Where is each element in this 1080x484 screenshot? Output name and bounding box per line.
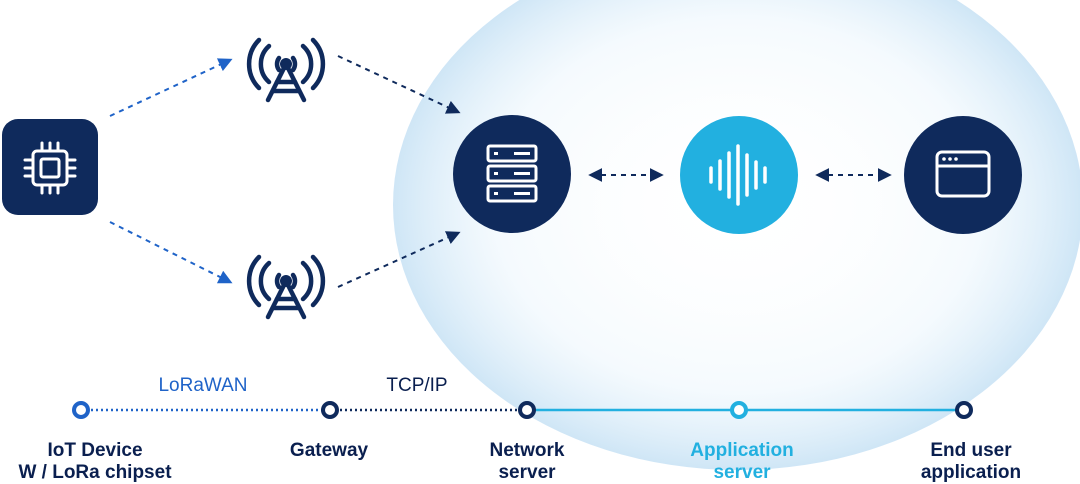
timeline-dot-network-server [518, 401, 536, 419]
protocol-label-lorawan: LoRaWAN [158, 375, 248, 396]
label-iot-device-line2: W / LoRa chipset [18, 462, 172, 483]
gateway-antenna-bottom [246, 254, 326, 320]
arrow-device-to-gateway-top [109, 58, 233, 117]
cloud-glow-backdrop [393, 0, 1080, 470]
label-application-server: Application server [642, 440, 842, 484]
sound-wave-icon [709, 144, 767, 206]
antenna-tower-icon [246, 37, 326, 103]
label-network-server-line2: server [498, 462, 556, 483]
iot-device-tile [2, 119, 98, 215]
timeline-dot-gateway [321, 401, 339, 419]
label-gateway: Gateway [229, 440, 429, 462]
arrow-gateway-top-to-network [337, 55, 461, 114]
label-iot-device-line1: IoT Device [47, 440, 143, 461]
label-network-server-line1: Network [489, 440, 565, 461]
network-server-node [453, 115, 571, 233]
label-application-server-line1: Application [690, 440, 794, 461]
browser-window-icon [935, 150, 991, 198]
timeline-dot-application-server [730, 401, 748, 419]
protocol-label-tcpip: TCP/IP [386, 375, 448, 396]
label-end-user-line1: End user [930, 440, 1012, 461]
label-iot-device: IoT Device W / LoRa chipset [0, 440, 195, 484]
label-application-server-line2: server [713, 462, 771, 483]
server-rack-icon [486, 144, 538, 203]
antenna-tower-icon [246, 254, 326, 320]
label-gateway-line1: Gateway [289, 440, 369, 461]
arrow-device-to-gateway-bottom [109, 221, 233, 284]
label-end-user-line2: application [920, 462, 1022, 483]
timeline-dot-end-user [955, 401, 973, 419]
label-end-user-application: End user application [871, 440, 1071, 484]
microchip-icon [23, 141, 77, 195]
end-user-application-node [904, 116, 1022, 234]
application-server-node [680, 116, 798, 234]
timeline-dot-iot-device [72, 401, 90, 419]
label-network-server: Network server [427, 440, 627, 484]
gateway-antenna-top [246, 37, 326, 103]
arrow-gateway-bottom-to-network [337, 231, 461, 288]
